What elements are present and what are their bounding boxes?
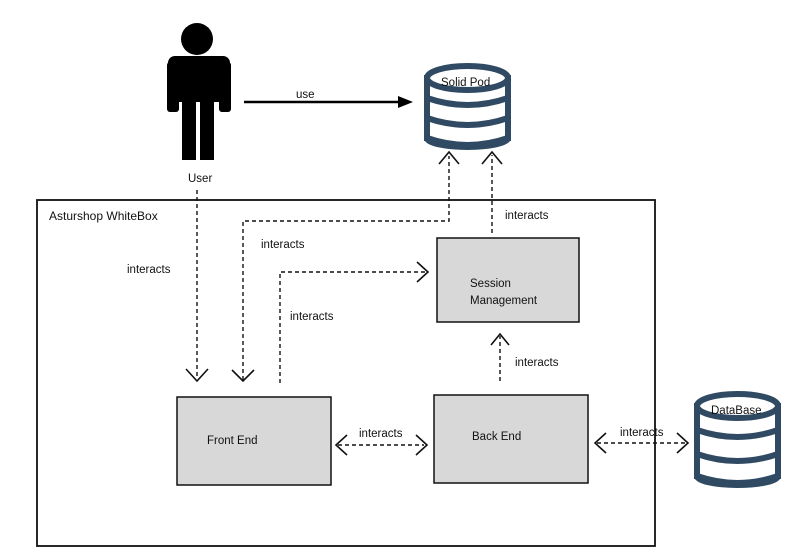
arrow-back-end-database	[593, 432, 690, 454]
user-label: User	[188, 173, 212, 185]
back-end-box	[433, 394, 589, 484]
session-label-line2: Management	[470, 295, 538, 307]
whitebox-frame	[36, 199, 656, 547]
use-arrowhead	[398, 96, 413, 108]
solid-pod-database-icon	[424, 63, 511, 150]
front-end-box	[176, 396, 332, 486]
solid-pod-label: Solid Pod	[441, 77, 490, 89]
arrow-back-end-session	[490, 332, 510, 381]
interacts-label-front-back: interacts	[359, 428, 403, 440]
user-person-icon	[167, 23, 231, 160]
database-label: DataBase	[711, 405, 762, 417]
arrow-front-end-back-end	[334, 434, 429, 456]
back-end-label: Back End	[472, 431, 521, 443]
interacts-label-session-pod: interacts	[505, 210, 549, 222]
session-label-line1: Session	[470, 278, 511, 290]
arrow-front-end-solid-pod	[231, 150, 460, 383]
front-end-label: Front End	[207, 435, 258, 447]
arrow-session-solid-pod	[481, 150, 503, 233]
arrow-user-front-end	[185, 190, 209, 383]
arrow-front-end-session	[279, 261, 430, 383]
interacts-label-front-pod: interacts	[261, 239, 305, 251]
session-management-box	[436, 237, 580, 323]
interacts-label-back-db: interacts	[620, 427, 664, 439]
interacts-label-front-session: interacts	[290, 311, 334, 323]
interacts-label-user-front: interacts	[127, 264, 171, 276]
whitebox-label: Asturshop WhiteBox	[49, 209, 158, 223]
interacts-label-back-session: interacts	[515, 357, 559, 369]
use-label: use	[296, 89, 315, 101]
database-icon	[694, 391, 781, 488]
